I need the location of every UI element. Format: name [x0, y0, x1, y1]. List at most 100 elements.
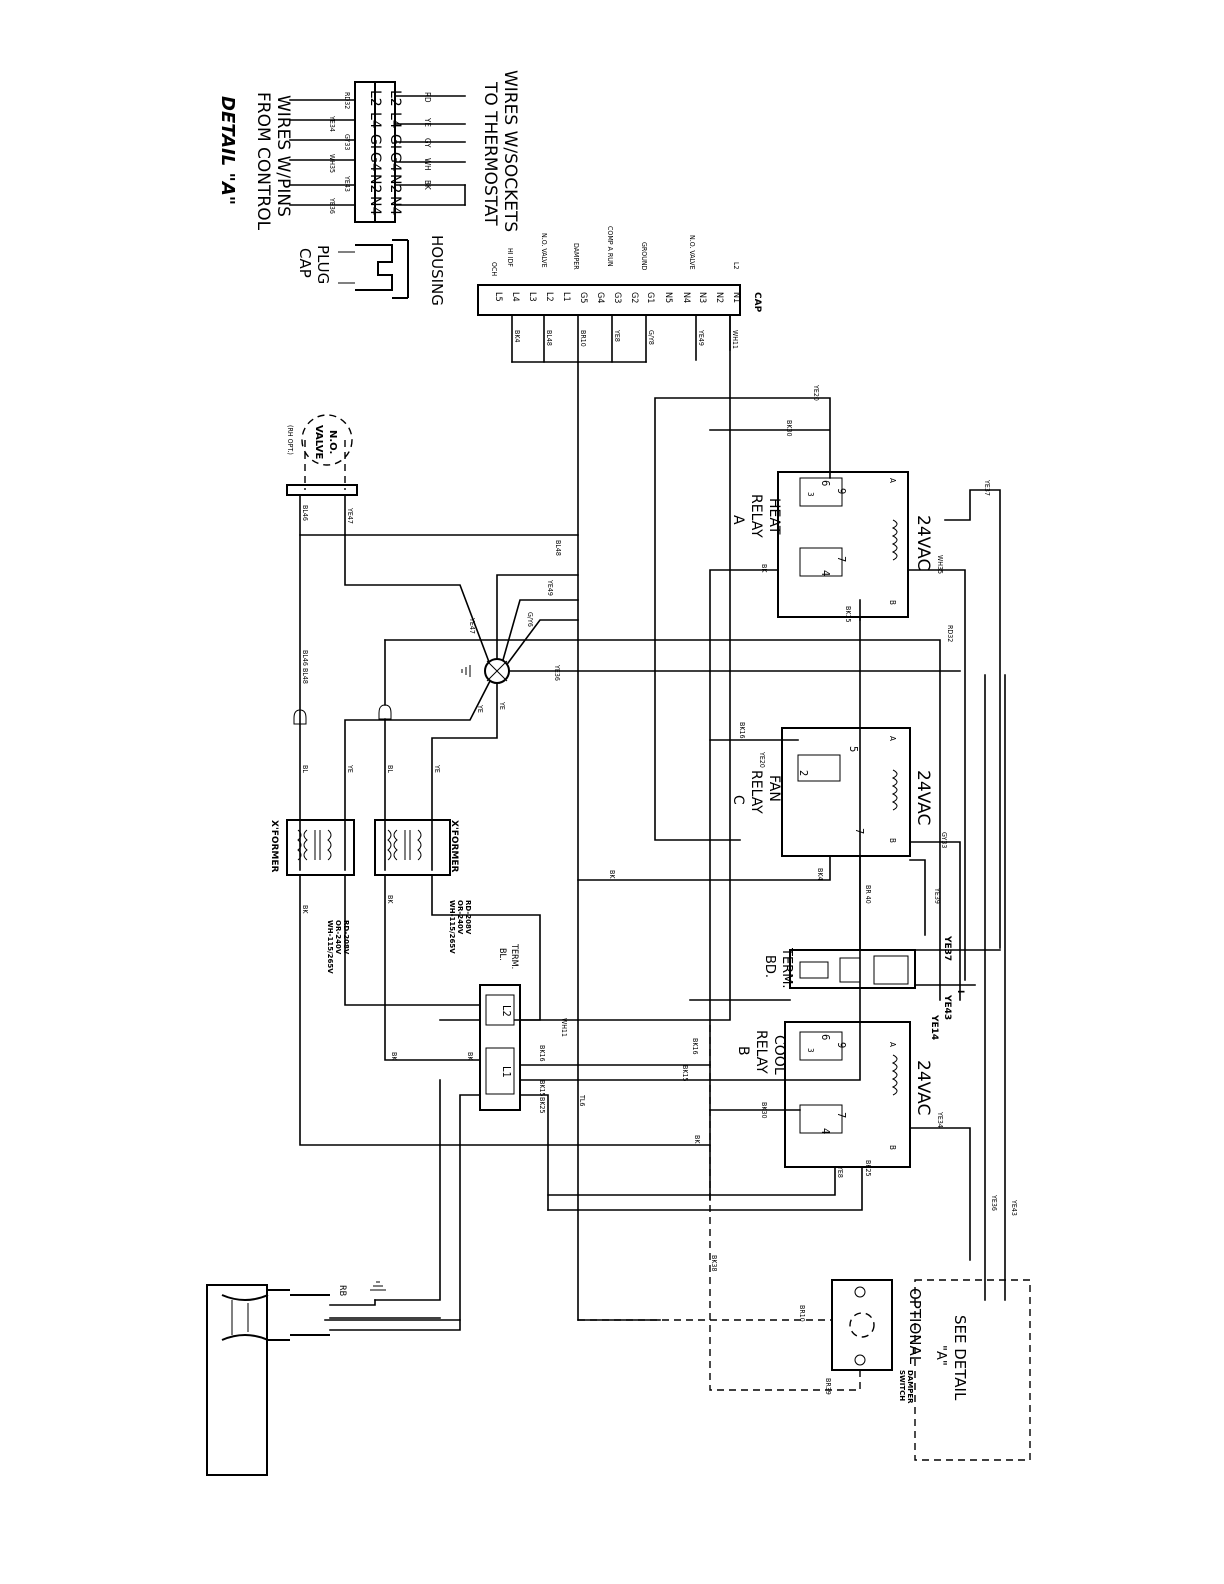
cool-relay-coil-icon	[891, 1054, 898, 1096]
detail-a-pin-l2-bottom: L2	[367, 90, 383, 107]
term-bd-body	[789, 949, 916, 989]
detail-a-pin-n2-top: N2	[387, 174, 403, 193]
compressor-wire-ye49: YE49	[546, 579, 554, 596]
detail-a-wire-wh35: WH35	[328, 154, 336, 173]
detail-a-pin-l4-top: L4	[387, 112, 403, 129]
fan-relay-c: 24VAC FAN RELAY C A B 5 2 7 BK16 YE20 GY…	[577, 722, 961, 1001]
fan-relay-body	[781, 727, 911, 857]
compressor-wire-rd32: RD32	[946, 625, 954, 642]
xformer-2-body	[286, 819, 355, 876]
heat-relay-wire-wh35: WH35	[936, 555, 944, 574]
detail-a-pin-l4-bottom: L4	[367, 112, 383, 129]
compressor-ye49-wire	[502, 599, 579, 661]
housing-label: HOUSING	[428, 235, 446, 306]
no-valve-label-1: N.O.	[327, 430, 338, 454]
heat-relay-term-3: 3	[806, 492, 815, 497]
heat-relay-a: 24VAC HEAT RELAY A A B 9 6 3 7 4 YE20 BK…	[654, 384, 1001, 1201]
fan-relay-bk4-wire	[577, 855, 831, 881]
compressor-rd32-wire	[384, 639, 941, 1001]
term-bl-wires	[324, 314, 861, 1321]
no-valve: N.O. VALVE (RH OPT.) YE47 BL46 BL46 BL48	[286, 414, 579, 871]
xformer-1-wire-bl: BL	[386, 765, 394, 773]
term-bl-pin-l2: L2	[500, 1005, 513, 1017]
heat-relay-coil-label: 24VAC	[913, 515, 933, 570]
detail-a-pin-n4-bottom: N4	[367, 196, 383, 215]
xformer-1-tap-2: OR-240V	[456, 900, 464, 935]
compressor-wire-bl48: BL48	[554, 540, 562, 556]
cool-relay-bk25-wire	[547, 1166, 863, 1211]
compressor-ye-wire-1	[344, 679, 492, 871]
cap-pin-l1: L1	[561, 292, 571, 302]
heat-relay-wire-bk30: BK30	[785, 420, 793, 436]
xformer-2: X'FORMER YE BL BK RD-208V OR-240V WH-115…	[269, 764, 711, 1146]
cool-relay-term-7: 7	[835, 1112, 848, 1118]
cool-relay-wire-bk25: BK25	[864, 1160, 872, 1176]
term-bl: L2 L1 TERM. BL. WH11 BK16 BK15 BK25 BK B…	[324, 314, 861, 1321]
cool-relay-name-1: COOL	[771, 1035, 787, 1075]
xformer-1-label: X'FORMER	[449, 820, 459, 873]
fan-relay-wire-bk16: BK16	[738, 722, 746, 738]
no-valve-icon	[301, 414, 353, 466]
detail-a-pin-l2-top: L2	[387, 90, 403, 107]
detail-a-wire-wh: WH	[423, 158, 432, 171]
compressor-bl48-wire	[496, 574, 579, 660]
cap-pin-l4: L4	[510, 292, 520, 302]
term-bd-block-2	[873, 955, 909, 985]
term-bd-block-3	[799, 961, 829, 979]
cool-relay-body	[784, 1021, 911, 1168]
fan-relay-gy33-wire	[909, 841, 961, 1001]
detail-a-pin-gi-top: GI	[387, 134, 403, 149]
xformer-1-wire-bk: BK	[386, 895, 394, 904]
heat-relay-wire-bk15: BK15	[844, 606, 852, 622]
cool-relay-term-3: 3	[806, 1048, 815, 1053]
compressor-ye-wire-2	[431, 682, 498, 871]
cool-relay-ye8-wire	[547, 1166, 836, 1196]
heat-relay-bk-wire	[709, 569, 779, 1201]
cool-relay-term-4: 4	[819, 1128, 832, 1134]
misc-wire-ye36: YE36	[990, 1194, 998, 1211]
detail-a-wire-gy: GY	[423, 138, 432, 148]
cap-wire-ye8: YE8	[613, 329, 621, 342]
term-bd-label-2: BD.	[762, 955, 777, 978]
cap-pin-n4: N4	[681, 292, 691, 303]
detail-a-header-2: TO THERMOSTAT	[480, 81, 500, 226]
detail-a-wire-ye34: YE34	[328, 115, 336, 132]
housing-legend: HOUSING PLUG CAP	[296, 235, 446, 306]
cool-relay-b: 24VAC COOL RELAY B A B 9 6 3 7 4 BK30 YE…	[547, 1021, 971, 1261]
cap-label-no-valve-1: N.O. VALVE	[688, 235, 696, 270]
heat-relay-term-b: B	[888, 600, 897, 605]
compressor-wire-ye36: YE36	[553, 664, 561, 681]
heat-relay-wire-ye37: YE37	[983, 479, 991, 496]
fan-relay-coil-icon	[891, 769, 898, 811]
splice-icon-2	[378, 704, 392, 720]
cap-connector: CAP L2 N.O. VALVE GROUND COMP A RUN DAMP…	[477, 226, 762, 1321]
ground-icon	[461, 665, 471, 677]
heat-relay-contact-2	[799, 547, 843, 577]
term-bl-wire-wh11: WH11	[560, 1018, 568, 1037]
detail-a-footer-1: WIRES W/PINS	[273, 95, 293, 217]
valve-wire-bl46-1: BL46	[301, 505, 309, 521]
power-cord: RB	[206, 1281, 461, 1476]
fan-relay-wire-bk4: BK4	[816, 868, 824, 880]
detail-a-wire-gy33: GY33	[343, 134, 351, 150]
cap-label-no-valve-2: N.O. VALVE	[540, 233, 548, 268]
heat-relay-term-a: A	[888, 478, 897, 483]
cap-label-damper: DAMPER	[572, 243, 580, 270]
cap-wire-bk4: BK4	[513, 330, 521, 342]
damper-switch-body	[831, 1279, 893, 1371]
damper-switch-icon	[849, 1312, 875, 1338]
xformer-2-coil-icon	[297, 829, 332, 861]
valve-wire-bl48: BL48	[301, 668, 309, 684]
cap-pin-n2: N2	[714, 292, 724, 303]
term-bl-wire-bk-1: BK	[466, 1052, 474, 1061]
detail-a-footer-2: FROM CONTROL	[253, 92, 273, 231]
cap-pin-g3: G3	[612, 292, 622, 303]
fan-relay-wire-ye20: YE20	[758, 751, 766, 768]
cool-relay-wire-ye34: YE34	[936, 1111, 944, 1128]
xformer-2-tap-3: WH-115/265V	[326, 920, 334, 974]
cool-relay-name-2: RELAY	[753, 1030, 769, 1074]
see-detail-label-2: "A"	[933, 1345, 948, 1366]
heat-relay-term-4: 4	[819, 570, 832, 576]
plug-prongs-icon	[231, 1300, 249, 1335]
